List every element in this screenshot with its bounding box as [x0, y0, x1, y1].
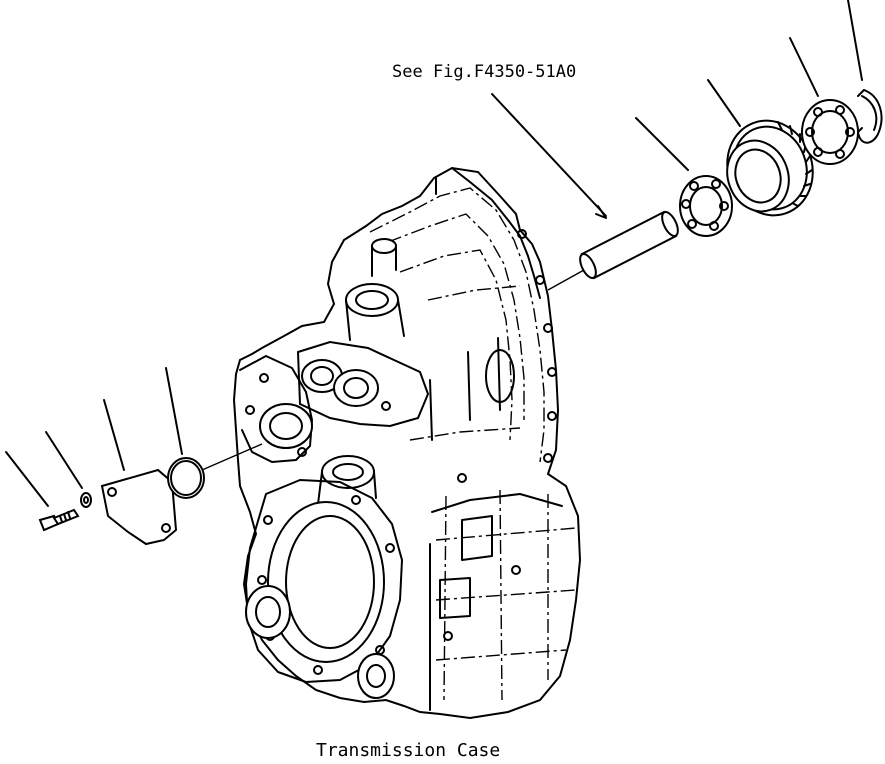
bolt-icon	[38, 508, 80, 532]
washer-icon	[80, 492, 92, 508]
shaft-pin-icon	[579, 210, 679, 280]
diagram-caption: Transmission Case	[316, 740, 501, 761]
reference-figure-label: See Fig.F4350-51A0	[392, 62, 577, 82]
assembly-axis-line-right	[547, 269, 585, 291]
ball-bearing-icon	[679, 175, 733, 237]
assembly-axis-line-left	[201, 443, 263, 471]
o-ring-icon	[167, 457, 205, 499]
ball-bearing-icon	[801, 99, 859, 165]
snap-ring-icon	[857, 89, 883, 144]
leader-lines	[5, 0, 863, 507]
transmission-case-icon	[232, 166, 582, 720]
cover-plate-icon	[100, 468, 178, 546]
gear-icon	[726, 119, 814, 217]
